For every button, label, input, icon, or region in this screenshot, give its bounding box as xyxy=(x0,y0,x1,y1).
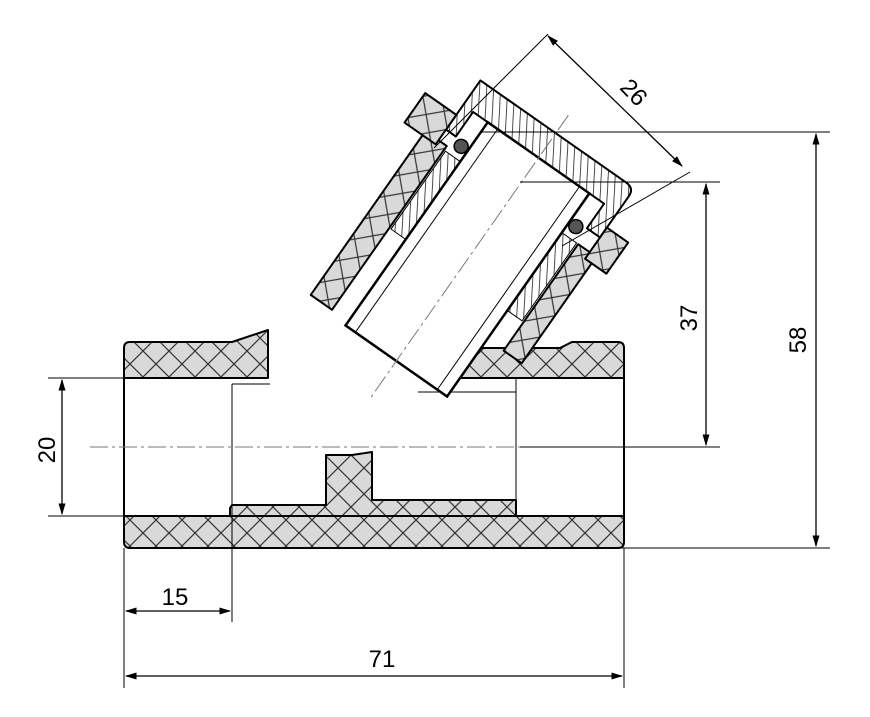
dim-71-label: 71 xyxy=(369,646,396,673)
screw-cap xyxy=(444,79,633,239)
dim-37-label: 37 xyxy=(676,305,703,332)
body-section xyxy=(123,329,625,549)
body-central-web xyxy=(229,451,517,517)
branch-wall-right xyxy=(502,243,598,365)
screw-cap-lip-left xyxy=(403,92,458,146)
dimension-lines xyxy=(58,35,820,680)
screw-cap-lip-right xyxy=(584,226,630,275)
dim-15-label: 15 xyxy=(162,584,189,611)
dim-line-26 xyxy=(547,35,683,167)
body-top-wall-right xyxy=(439,341,625,379)
body-bottom-wall xyxy=(123,515,625,549)
branch-section xyxy=(309,79,633,399)
dim-58-label: 58 xyxy=(785,327,812,354)
body-top-wall xyxy=(123,329,269,379)
dim-20-label: 20 xyxy=(34,437,61,464)
